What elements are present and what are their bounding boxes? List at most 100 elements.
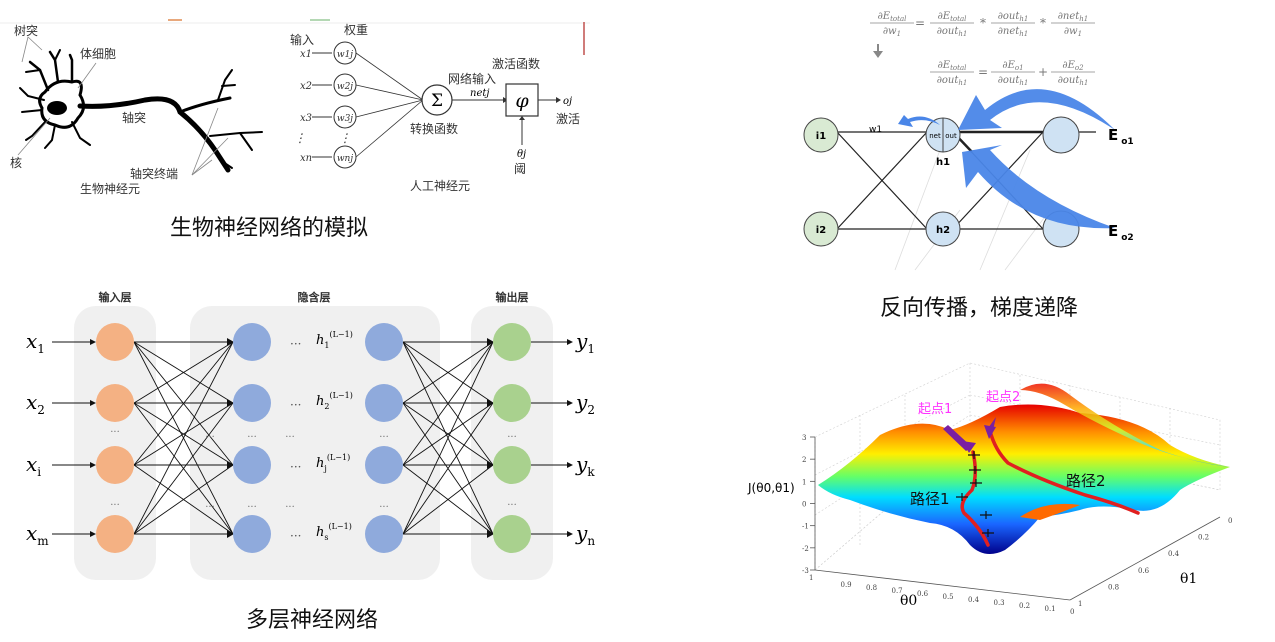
theta0-tick-label: 0: [1070, 608, 1074, 615]
output-label: y2: [575, 390, 595, 417]
formula2-lhs: ∂Etotal∂outh1: [930, 60, 974, 87]
hidden-neuron: [233, 446, 271, 484]
ellipsis: ···: [507, 500, 517, 511]
formula1-term-b: ∂outh1∂neth1: [991, 11, 1035, 38]
step-markers: [956, 451, 994, 537]
connection: [402, 464, 494, 535]
caption-multilayer: 多层神经网络: [246, 608, 379, 633]
node-h1-net: net: [929, 132, 941, 140]
ellipsis: ···: [379, 432, 389, 443]
input-neuron: [96, 446, 134, 484]
node-i2-label: i2: [816, 225, 826, 236]
denominator: ∂w1: [883, 26, 901, 38]
start-arrows: [943, 417, 996, 453]
denominator: ∂outh1: [998, 75, 1029, 87]
neuron-panel: 树突 体细胞 轴突 核 轴突终端 生物神经元 权重 输入 激活函数 网络输入 转…: [0, 0, 600, 250]
operator: =: [915, 16, 925, 30]
output-neuron: [493, 515, 531, 553]
weight-edge: [355, 99, 424, 118]
arrowhead: [487, 530, 494, 538]
arrowhead: [567, 531, 573, 537]
label-path1: 路径1: [910, 490, 950, 508]
weight-label: wnj: [337, 154, 354, 164]
input-label: x2: [26, 390, 45, 417]
numerator: ∂neth1: [1058, 11, 1089, 23]
multilayer-figure: 输入层 隐含层 输出层 x1x2xixmy1y2ykynh1(L−1)···h2…: [26, 290, 595, 580]
arrowhead: [90, 531, 96, 537]
hidden-neuron: [365, 515, 403, 553]
node-i1-label: i1: [816, 131, 826, 142]
input-label: x3: [300, 113, 312, 124]
node-h2-label: h2: [936, 225, 950, 236]
weight-label: w1j: [337, 50, 353, 60]
theta0-axis-label: θ0: [900, 593, 917, 609]
denominator: ∂neth1: [998, 26, 1029, 38]
numerator: ∂Eo1: [1002, 60, 1023, 72]
label-axon-terminal: 轴突终端: [130, 166, 178, 181]
gradient-arrows: [898, 89, 1115, 229]
arrowhead: [227, 399, 234, 407]
theta0-tick-label: 0.4: [968, 596, 980, 604]
connection: [133, 341, 234, 535]
theta1-tick-label: 0.2: [1198, 534, 1209, 542]
z-tick-label: -1: [802, 523, 809, 531]
weight-label: w2j: [337, 82, 353, 92]
formula2-term-a: ∂Eo1 ∂outh1: [991, 60, 1035, 87]
numerator: ∂Etotal: [938, 60, 967, 72]
label-soma: 体细胞: [80, 47, 116, 61]
hidden-neuron: [365, 446, 403, 484]
z-tick-label: 2: [802, 456, 806, 464]
phi-symbol: φ: [515, 90, 529, 112]
label-transfer-fn: 转换函数: [410, 121, 458, 136]
theta0-tick-label: 0.5: [943, 593, 954, 601]
arrowhead: [567, 400, 573, 406]
node-h1-label: h1: [936, 157, 950, 168]
label-oj: oj: [563, 96, 572, 107]
operator: =: [978, 65, 988, 79]
layer-label-hidden: 隐含层: [298, 290, 331, 304]
output-neuron: [493, 384, 531, 422]
arrowhead: [227, 461, 234, 469]
label-bio-neuron: 生物神经元: [80, 182, 140, 196]
ellipsis: ···: [247, 502, 257, 513]
cost-surface: [818, 404, 1230, 554]
z-tick-label: 1: [802, 478, 806, 486]
denominator: ∂outh1: [937, 26, 968, 38]
theta1-tick-label: 1: [1078, 600, 1082, 608]
input-label: xm: [26, 521, 49, 548]
ellipsis: ···: [110, 500, 120, 511]
connection: [402, 341, 494, 466]
theta0-tick-label: 0.3: [994, 599, 1005, 607]
theta0-tick-label: 0.7: [892, 587, 903, 595]
label-weights: 权重: [344, 23, 368, 37]
nucleus: [47, 101, 67, 115]
hidden-neuron: [233, 515, 271, 553]
z-axis-label: J(θ0,θ1): [747, 481, 795, 495]
ellipsis: ···: [285, 502, 295, 513]
node-h2: [925, 211, 961, 247]
output-neuron: [493, 446, 531, 484]
z-tick-label: 0: [802, 501, 806, 509]
input-label: xi: [26, 452, 41, 479]
node-h1-out: out: [945, 132, 957, 140]
label-netj: netj: [470, 88, 489, 99]
arrowhead: [487, 461, 494, 469]
connection: [133, 402, 234, 466]
formula1-lhs: ∂Etotal∂w1: [870, 11, 914, 38]
hidden-neuron: [365, 384, 403, 422]
node-i2: [803, 211, 839, 247]
theta0-tick-label: 1: [809, 574, 813, 582]
label-inputs: 输入: [290, 32, 314, 47]
ellipsis: ···: [507, 432, 517, 443]
ellipsis: ···: [290, 337, 301, 351]
arrowhead: [567, 339, 573, 345]
hidden-neuron: [233, 384, 271, 422]
theta0-tick-label: 0.9: [841, 581, 852, 589]
connection: [133, 341, 234, 466]
label-axon: 轴突: [122, 110, 146, 125]
output-label: yk: [575, 452, 595, 479]
weight-edge: [355, 99, 424, 158]
ellipsis: ···: [285, 432, 295, 443]
